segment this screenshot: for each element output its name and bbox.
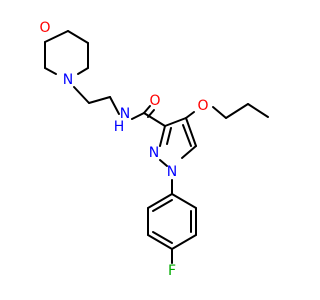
bond-propoxy-1 xyxy=(185,111,195,119)
amide-nitrogen-label: N xyxy=(120,106,130,122)
pyrazole-n2-label: N xyxy=(149,145,159,161)
bond-amide-c3 xyxy=(143,112,166,127)
bond-ph-3 xyxy=(171,234,197,250)
bond-morph-5 xyxy=(44,67,57,75)
bonds xyxy=(44,30,269,264)
bond-ph-6 xyxy=(147,193,173,209)
bond-amide-cn xyxy=(131,112,145,120)
amide-hydrogen-label: H xyxy=(114,119,125,135)
bond-ph-1 xyxy=(171,193,197,209)
bond-propoxy-2 xyxy=(212,106,227,119)
bond-carbonyl-1 xyxy=(143,105,151,114)
ether-oxygen-label: O xyxy=(197,98,208,114)
bond-ph-6-inner xyxy=(152,199,173,212)
bond-linker-1 xyxy=(73,86,90,104)
fluorine-label: F xyxy=(168,263,176,279)
bond-morph-1 xyxy=(44,30,69,43)
pyrazole-n1-label: N xyxy=(167,164,177,180)
bond-ph-4 xyxy=(147,234,173,250)
bond-linker-2 xyxy=(88,96,111,104)
bond-morph-4 xyxy=(77,67,89,75)
carbonyl-oxygen-label: O xyxy=(149,93,160,109)
bond-pyr-n2-c3 xyxy=(159,125,166,147)
bond-pyr-c4-c5-inner xyxy=(182,124,192,147)
bond-pyr-n2-c3-inner xyxy=(166,127,172,145)
molecule-structure: O N N H O O N N F xyxy=(39,20,269,279)
bond-propoxy-4 xyxy=(247,103,269,118)
bond-linker-3 xyxy=(109,96,120,115)
bond-pyr-c3-c4 xyxy=(164,117,187,127)
bond-propoxy-3 xyxy=(225,103,249,119)
atom-labels: O N N H O O N N F xyxy=(39,20,208,279)
bond-morph-2 xyxy=(67,30,89,44)
bond-pyr-n1-n2 xyxy=(159,159,168,167)
morpholine-oxygen-label: O xyxy=(39,20,50,36)
bond-pyr-c5-n1 xyxy=(181,145,197,159)
morpholine-nitrogen-label: N xyxy=(63,72,73,88)
bond-pyr-c4-c5 xyxy=(185,117,197,147)
bond-ph-4-inner xyxy=(152,231,173,244)
